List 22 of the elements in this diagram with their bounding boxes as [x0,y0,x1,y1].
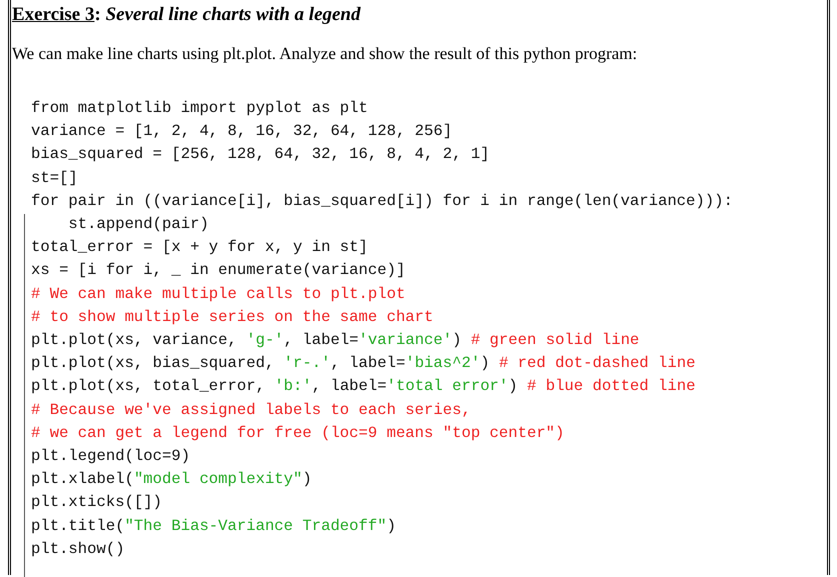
code-comment: # to show multiple series on the same chart [31,306,434,327]
code-comment: # we can get a legend for free (loc=9 means "top center") [31,422,564,443]
code-line: variance = [1, 2, 4, 8, 16, 32, 64, 128, 256] [31,121,452,142]
code-line: plt.title("The Bias-Variance Tradeoff") [31,516,396,536]
code-line: plt.show() [31,538,125,559]
code-line: from matplotlib import pyplot as plt [31,98,368,118]
code-line: plt.plot(xs, bias_squared, 'r-.', label='bias^2') # red dot-dashed line [31,353,696,374]
code-line: for pair in ((variance[i], bias_squared[i]) for i in range(len(variance))): [31,190,733,211]
instruction-text: We can make line charts using plt.plot. Analyze and show the result of this python program: [12,44,638,64]
exercise-heading: Exercise 3: Several line charts with a legend [12,4,361,26]
code-comment: # Because we've assigned labels to each series, [31,400,471,420]
code-line: xs = [i for i, _ in enumerate(variance)] [31,260,406,280]
code-line: st=[] [31,168,78,188]
code-line: plt.legend(loc=9) [31,446,190,466]
code-line: plt.xticks([]) [31,492,162,512]
code-line: bias_squared = [256, 128, 64, 32, 16, 8, 4, 2, 1] [31,144,490,164]
code-line: plt.plot(xs, variance, 'g-', label='variance') # green solid line [31,330,640,350]
code-comment: # We can make multiple calls to plt.plot [31,284,406,304]
code-line: total_error = [x + y for x, y in st] [31,237,368,258]
code-line: plt.plot(xs, total_error, 'b:', label='total error') # blue dotted line [31,376,696,396]
code-line: st.append(pair) [67,214,209,234]
code-line: plt.xlabel("model complexity") [31,469,312,490]
